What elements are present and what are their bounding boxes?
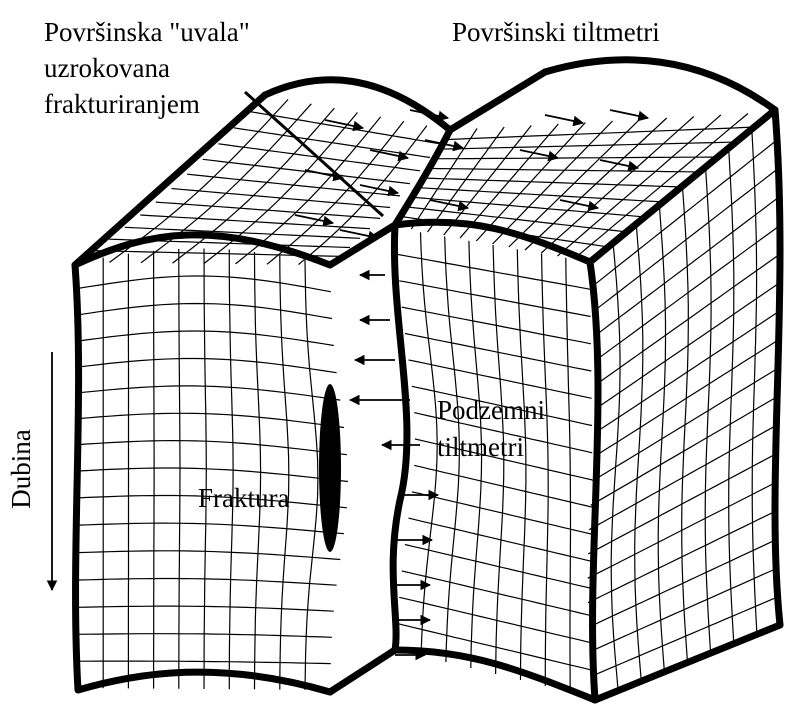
label-underground-tiltmeters-line2: tiltmetri bbox=[437, 432, 524, 462]
front-left-grid-line bbox=[78, 441, 347, 455]
surface-arrow bbox=[545, 115, 583, 123]
surface-arrow bbox=[325, 120, 363, 128]
label-underground-tiltmeters-line1: Podzemni bbox=[437, 395, 545, 425]
side-grid-line bbox=[589, 540, 777, 628]
side-grid-line bbox=[592, 141, 776, 287]
front-left-grid-line bbox=[179, 249, 180, 689]
top-right-surface-grid bbox=[401, 114, 757, 260]
surface-arrow bbox=[600, 160, 638, 168]
top-right-grid-line bbox=[574, 114, 748, 260]
side-grid-line bbox=[597, 255, 779, 384]
top-right-grid-line bbox=[444, 126, 532, 236]
surface-arrow bbox=[520, 150, 558, 158]
front-left-grid-line bbox=[78, 413, 344, 427]
front-left-grid-line bbox=[78, 359, 337, 373]
surface-arrow bbox=[295, 215, 333, 223]
front-right-grid-line bbox=[402, 571, 594, 616]
front-right-face-grid bbox=[397, 232, 594, 692]
front-right-grid-line bbox=[421, 232, 438, 656]
front-right-grid-line bbox=[409, 518, 594, 562]
top-right-grid-line bbox=[558, 115, 721, 256]
front-left-grid-line bbox=[78, 606, 334, 611]
label-fracture: Fraktura bbox=[198, 483, 289, 513]
front-left-grid-line bbox=[78, 523, 344, 534]
front-left-grid-line bbox=[78, 551, 340, 560]
front-left-grid-line bbox=[78, 331, 334, 346]
label-surface-depression-line1: Površinska "uvala" bbox=[44, 17, 250, 47]
front-left-grid-line bbox=[78, 304, 332, 319]
surface-tilt-arrows bbox=[295, 110, 648, 238]
front-left-grid-line bbox=[280, 256, 289, 690]
side-grid-line bbox=[596, 312, 779, 433]
label-depth: Dubina bbox=[6, 429, 36, 509]
front-left-grid-line bbox=[154, 251, 155, 689]
front-left-grid-line bbox=[78, 634, 332, 638]
front-left-face-grid bbox=[78, 249, 348, 690]
label-surface-depression-line3: frakturiranjem bbox=[44, 89, 200, 119]
front-left-grid-line bbox=[229, 250, 233, 690]
surface-arrow bbox=[610, 110, 648, 118]
top-right-grid-line bbox=[476, 123, 585, 242]
front-left-grid-line bbox=[78, 579, 337, 586]
front-right-grid-line bbox=[412, 492, 593, 535]
label-surface-depression-line2: uzrokovana bbox=[44, 53, 170, 83]
top-right-grid-line bbox=[493, 121, 613, 244]
front-right-grid-line bbox=[405, 545, 594, 590]
fracture-shape bbox=[319, 384, 341, 552]
front-left-grid-line bbox=[255, 252, 261, 689]
front-left-grid-line bbox=[305, 260, 318, 690]
top-right-grid-line bbox=[541, 117, 694, 254]
label-surface-tiltmeters: Površinski tiltmetri bbox=[452, 17, 660, 47]
top-right-grid-line bbox=[460, 124, 558, 238]
front-left-grid-line bbox=[78, 468, 348, 482]
front-left-grid-line bbox=[78, 386, 340, 400]
surface-arrow bbox=[560, 200, 598, 208]
